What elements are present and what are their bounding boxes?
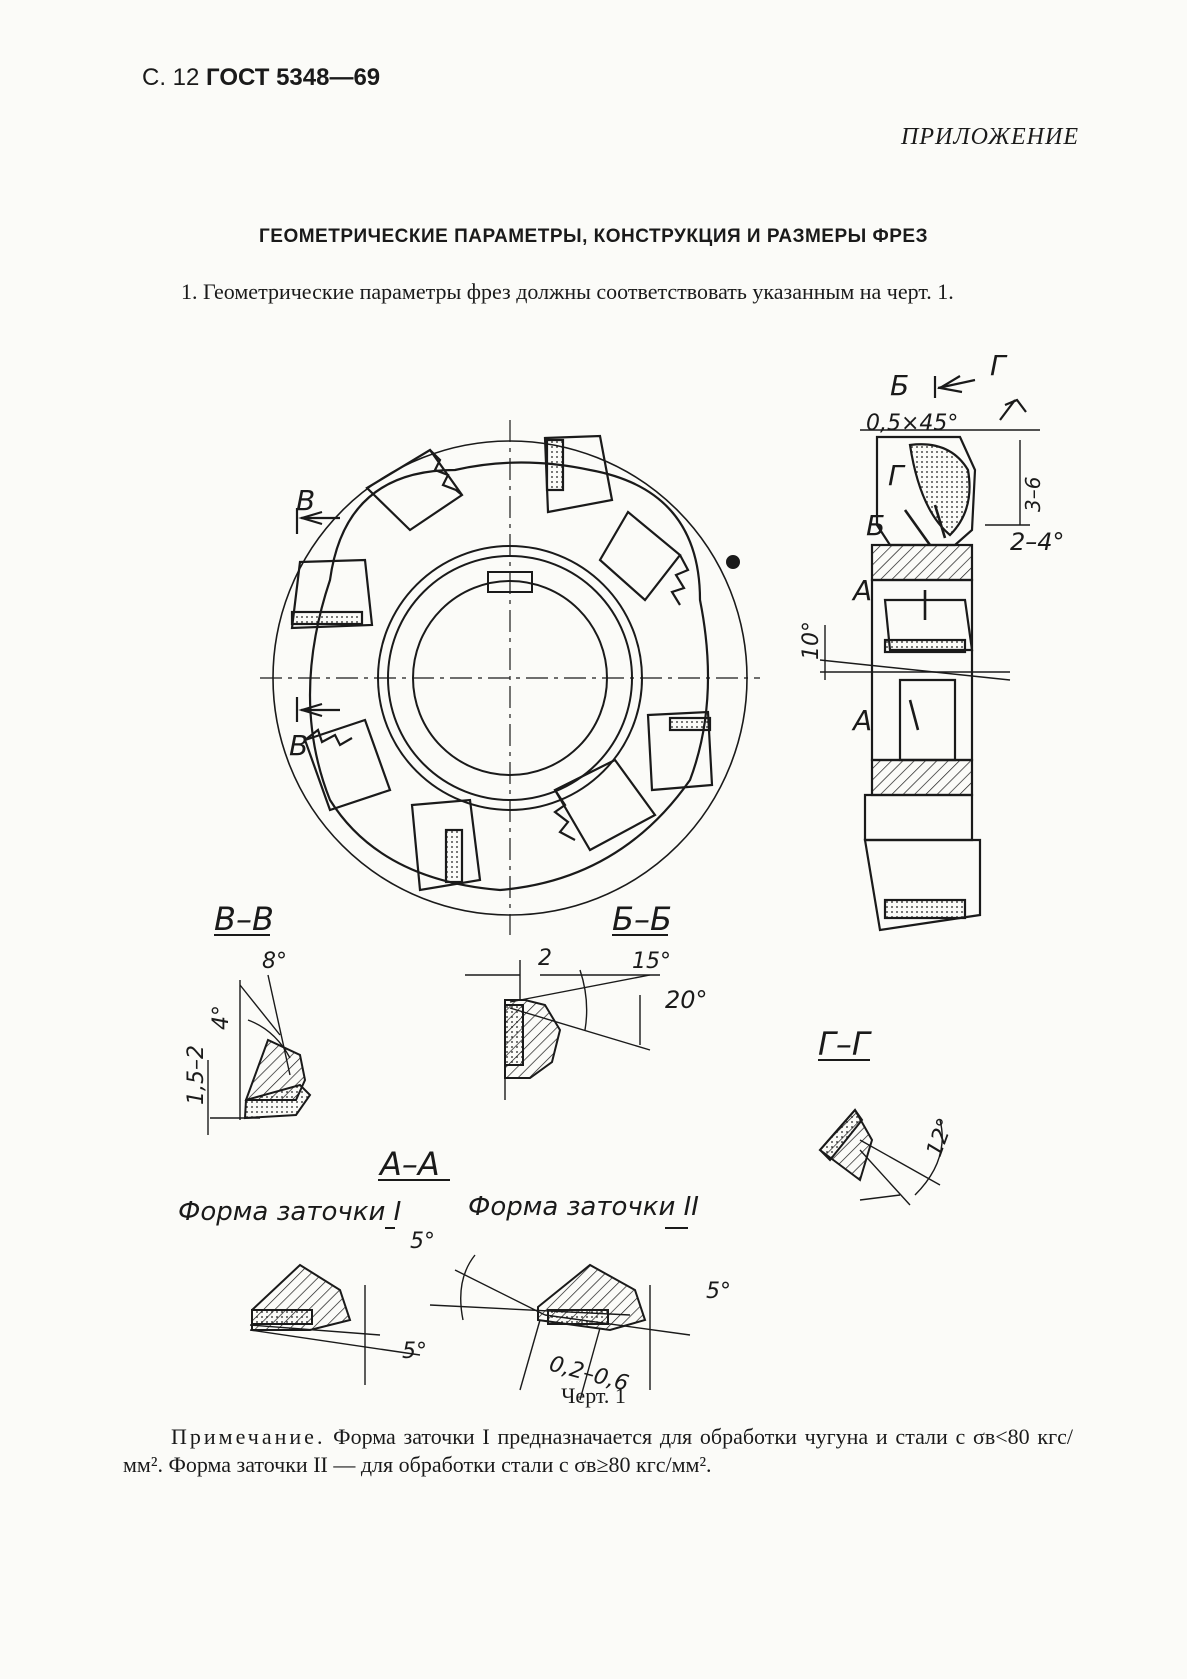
standard-number: ГОСТ 5348—69: [206, 64, 381, 91]
label-aa-5-left: 5°: [402, 1339, 427, 1364]
label-bb-20: 20°: [665, 986, 708, 1014]
section-gg: [818, 1059, 943, 1206]
figure-caption: Черт. 1: [561, 1383, 626, 1408]
label-g-side: Г: [888, 459, 906, 492]
note: Примечание. Форма заточки I предназначае…: [123, 1423, 1073, 1479]
label-bb-15: 15°: [632, 949, 671, 974]
page-header: С. 12 ГОСТ 5348—69: [142, 64, 380, 92]
label-form-1: Форма заточки I: [178, 1197, 401, 1227]
label-g-top: Г: [990, 349, 1008, 382]
label-chamfer: 0,5×45°: [866, 411, 958, 436]
page-number: С. 12: [142, 64, 200, 91]
section-title: ГЕОМЕТРИЧЕСКИЕ ПАРАМЕТРЫ, КОНСТРУКЦИЯ И …: [259, 226, 928, 247]
section-vv-title: В–В: [214, 900, 274, 938]
section-gg-title: Г–Г: [818, 1025, 872, 1063]
label-bb-2: 2: [538, 946, 552, 971]
label-a-top: А: [851, 574, 872, 607]
note-label: Примечание.: [171, 1424, 326, 1449]
label-angle-2-4: 2–4°: [1010, 528, 1065, 556]
label-vv-dim: 1,5–2: [184, 1045, 209, 1105]
label-gg-12: 12°: [922, 1115, 959, 1160]
paragraph-1: 1. Геометрические параметры фрез должны …: [181, 279, 954, 304]
label-angle-10: 10°: [799, 621, 824, 660]
section-vv: [207, 934, 312, 1135]
label-a-bottom: А: [851, 704, 872, 737]
label-vv-4: 4°: [209, 1005, 234, 1030]
label-v-bottom: В: [289, 729, 308, 762]
label-aa-5-right: 5°: [706, 1279, 731, 1304]
section-aa-title: А–А: [378, 1145, 440, 1183]
note-text: Форма заточки I предназначается для обра…: [123, 1424, 1073, 1477]
label-b-top: Б: [890, 369, 909, 402]
label-b-side: Б: [866, 509, 885, 542]
label-form-2: Форма заточки II: [468, 1192, 699, 1222]
appendix-label: ПРИЛОЖЕНИЕ: [901, 124, 1079, 150]
section-bb: [465, 934, 668, 1100]
label-v-top: В: [296, 484, 315, 517]
cutter-side-view: [819, 375, 1040, 932]
label-vv-8: 8°: [262, 949, 287, 974]
label-aa-5-top: 5°: [410, 1229, 435, 1254]
section-bb-title: Б–Б: [612, 900, 672, 938]
section-aa: [249, 1179, 691, 1401]
cutter-front-view: [260, 420, 760, 935]
label-range-3-6: 3–6: [1021, 477, 1045, 512]
